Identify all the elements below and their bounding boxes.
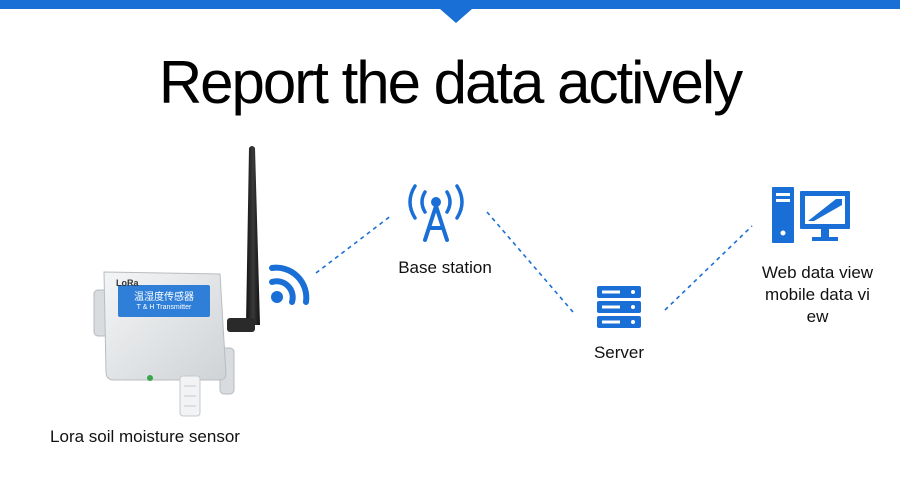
top-accent-notch bbox=[440, 9, 472, 23]
server-label: Server bbox=[593, 343, 645, 362]
link-base-to-server bbox=[486, 211, 574, 313]
wifi-signal-icon bbox=[269, 264, 310, 305]
client-label-line-1: Web data view bbox=[761, 263, 874, 282]
antenna-tower-icon bbox=[408, 184, 464, 242]
top-accent-bar bbox=[0, 0, 900, 9]
server-rack-icon bbox=[597, 286, 641, 328]
antenna bbox=[246, 146, 260, 325]
desktop-computer-icon bbox=[772, 187, 850, 243]
device-panel-title: 温湿度传感器 bbox=[134, 292, 194, 303]
client-label: Web data view mobile data vi ew bbox=[745, 262, 890, 328]
client-label-line-2: mobile data vi bbox=[765, 285, 870, 304]
page-title: Report the data actively bbox=[158, 49, 743, 116]
lora-sensor-device-illustration bbox=[93, 146, 260, 417]
client-label-line-3: ew bbox=[806, 307, 829, 326]
link-server-to-client bbox=[664, 225, 753, 311]
sensor-label: Lora soil moisture sensor bbox=[50, 427, 240, 446]
device-panel-subtitle: T & H Transmitter bbox=[136, 304, 192, 311]
base-station-label: Base station bbox=[398, 258, 492, 277]
device-brand-tag: LoRa bbox=[116, 278, 139, 288]
device-front-label bbox=[118, 285, 210, 317]
antenna-base bbox=[227, 318, 255, 332]
